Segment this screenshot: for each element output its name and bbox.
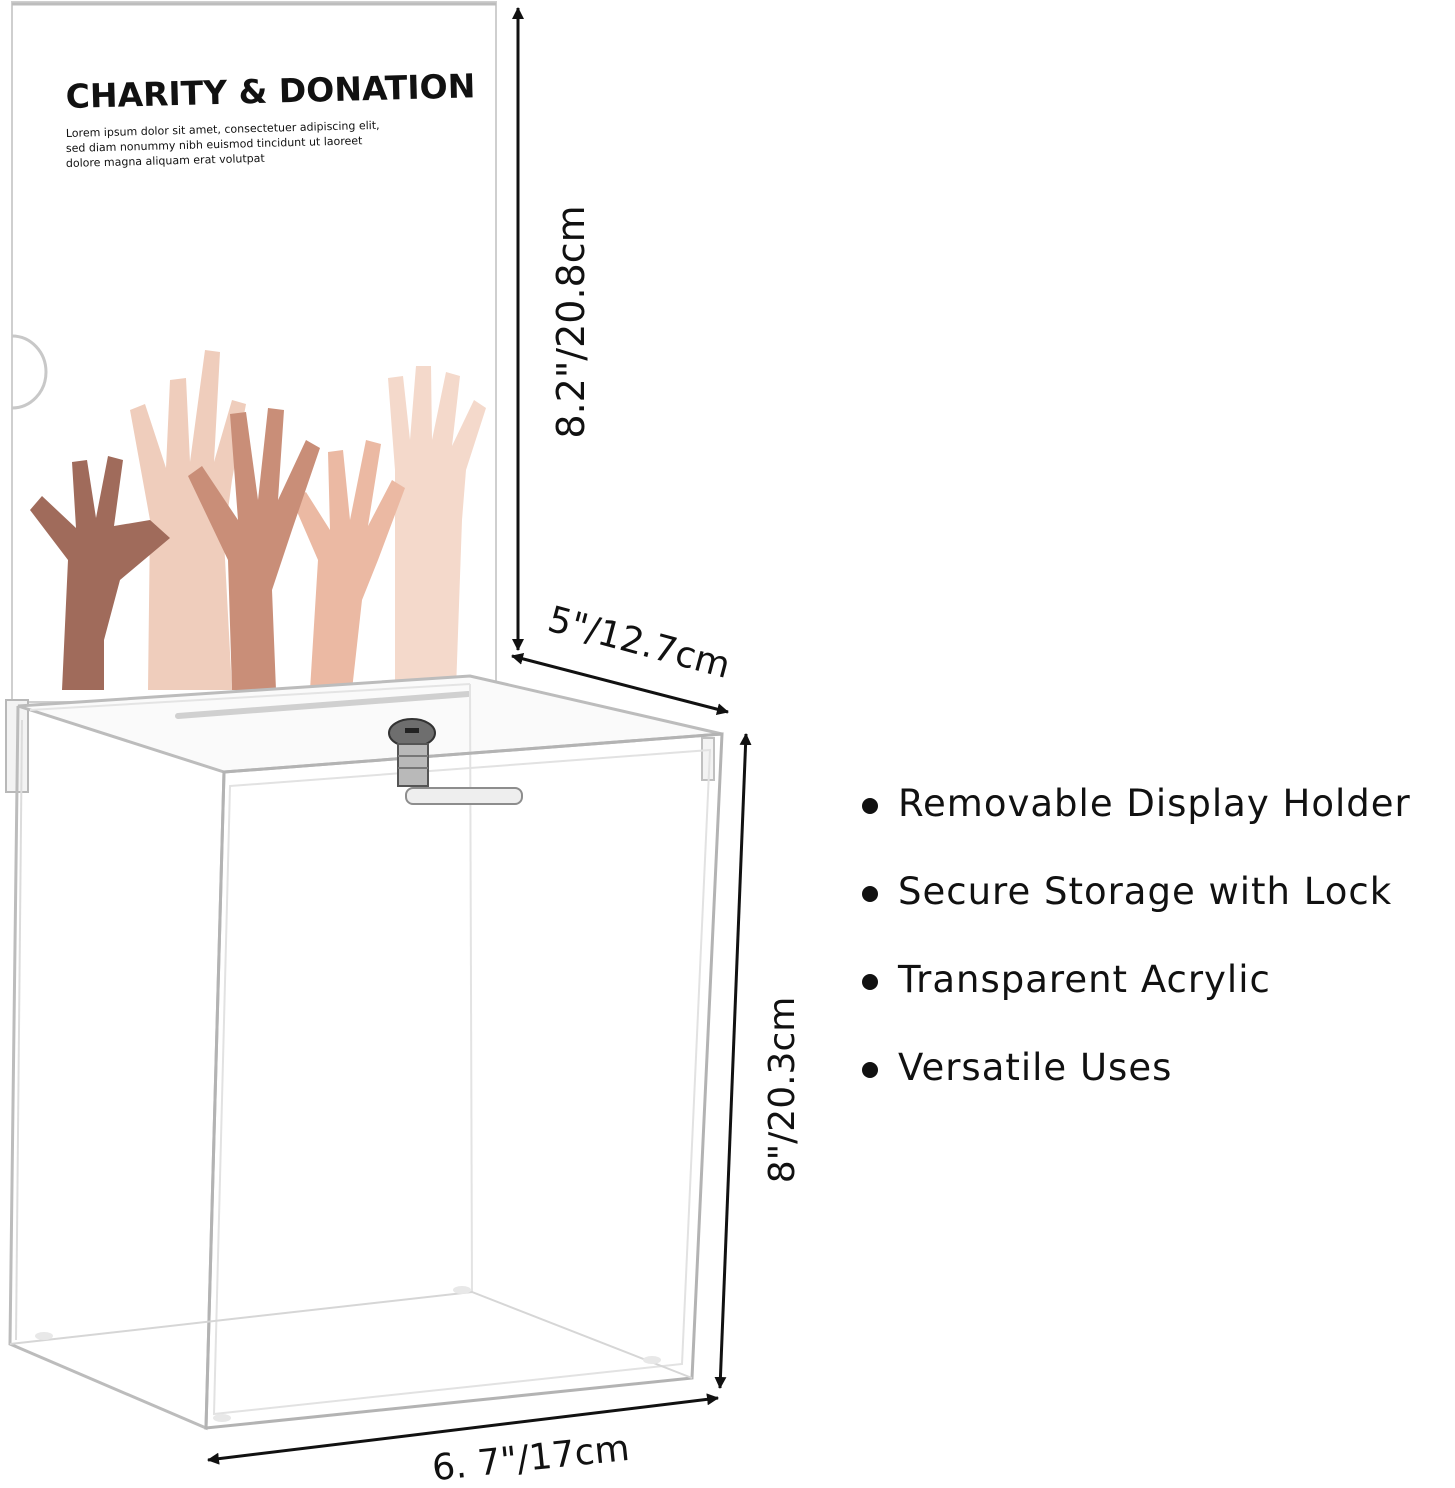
feature-list: Removable Display Holder Secure Storage … bbox=[858, 772, 1455, 1124]
feature-label: Versatile Uses bbox=[898, 1046, 1173, 1089]
raised-hands-illustration bbox=[30, 350, 486, 690]
bullet-dot-icon bbox=[862, 1062, 878, 1078]
feature-item: Removable Display Holder bbox=[858, 772, 1455, 860]
feature-label: Removable Display Holder bbox=[898, 782, 1411, 825]
feature-item: Versatile Uses bbox=[858, 1036, 1455, 1124]
finger-cutout bbox=[11, 334, 48, 410]
feature-item: Secure Storage with Lock bbox=[858, 860, 1455, 948]
feature-item: Transparent Acrylic bbox=[858, 948, 1455, 1036]
bullet-dot-icon bbox=[862, 974, 878, 990]
sign-height-label: 8.2"/20.8cm bbox=[549, 205, 593, 438]
box-height-label: 8"/20.3cm bbox=[762, 997, 803, 1184]
depth-arrow bbox=[511, 652, 729, 716]
box-height-arrow bbox=[714, 733, 752, 1389]
width-arrow bbox=[207, 1393, 719, 1465]
bullet-dot-icon bbox=[862, 886, 878, 902]
feature-label: Transparent Acrylic bbox=[898, 958, 1271, 1001]
feature-label: Secure Storage with Lock bbox=[898, 870, 1393, 913]
width-label: 6. 7"/17cm bbox=[430, 1428, 631, 1488]
depth-label: 5"/12.7cm bbox=[544, 599, 735, 687]
bullet-dot-icon bbox=[862, 798, 878, 814]
sign-body-line-3: dolore magna aliquam erat volutpat bbox=[66, 152, 266, 170]
acrylic-box bbox=[5, 674, 724, 1431]
lock-icon bbox=[388, 718, 523, 805]
